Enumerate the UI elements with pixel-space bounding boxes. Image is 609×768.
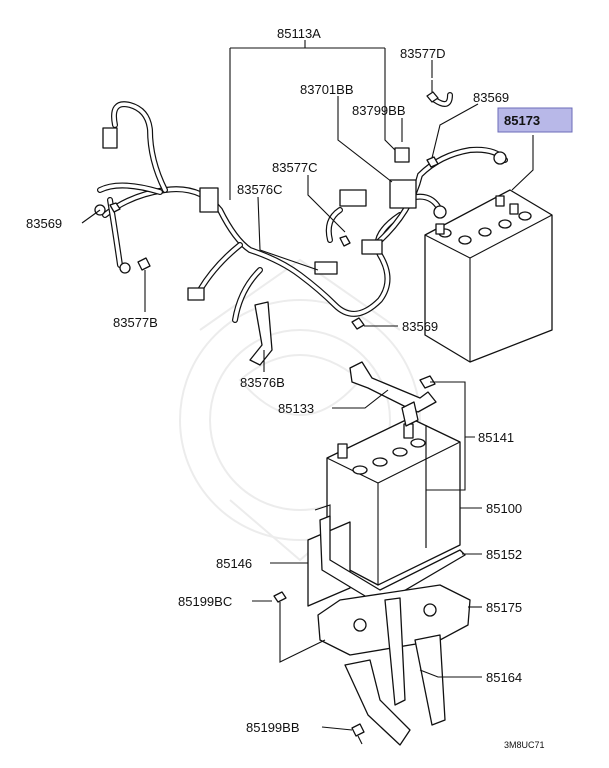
label-83569-mid[interactable]: 83569 xyxy=(402,319,438,334)
leader-lines xyxy=(81,40,534,731)
label-85175[interactable]: 85175 xyxy=(486,600,522,615)
label-85199BB[interactable]: 85199BB xyxy=(246,720,300,735)
label-85173[interactable]: 85173 xyxy=(504,113,540,128)
label-83576B[interactable]: 83576B xyxy=(240,375,285,390)
label-83577C[interactable]: 83577C xyxy=(272,160,318,175)
label-83569-left[interactable]: 83569 xyxy=(26,216,62,231)
hold-down-bolt[interactable] xyxy=(419,375,436,548)
label-85141[interactable]: 85141 xyxy=(478,430,514,445)
label-83569-top[interactable]: 83569 xyxy=(473,90,509,105)
label-83701BB[interactable]: 83701BB xyxy=(300,82,354,97)
highlight-85173 xyxy=(497,107,573,133)
battery-hold-down-bar[interactable] xyxy=(349,361,437,427)
label-85100[interactable]: 85100 xyxy=(486,501,522,516)
label-83577B[interactable]: 83577B xyxy=(113,315,158,330)
label-85199BC[interactable]: 85199BC xyxy=(178,594,232,609)
label-85133[interactable]: 85133 xyxy=(278,401,314,416)
main-battery[interactable] xyxy=(326,417,461,586)
label-85152[interactable]: 85152 xyxy=(486,547,522,562)
small-fasteners[interactable] xyxy=(109,80,439,366)
label-83576C[interactable]: 83576C xyxy=(237,182,283,197)
label-85164[interactable]: 85164 xyxy=(486,670,522,685)
part-labels: 85113A 83577D 83701BB 83799BB 83569 8517… xyxy=(26,26,573,750)
label-85113A[interactable]: 85113A xyxy=(277,26,321,41)
label-83799BB[interactable]: 83799BB xyxy=(352,103,406,118)
label-83577D[interactable]: 83577D xyxy=(400,46,446,61)
battery-tray[interactable] xyxy=(319,515,466,606)
upper-battery[interactable] xyxy=(424,189,553,363)
battery-bracket[interactable] xyxy=(317,584,471,746)
bracket-bolts[interactable] xyxy=(273,591,365,745)
label-85146[interactable]: 85146 xyxy=(216,556,252,571)
diagram-code: 3M8UC71 xyxy=(504,740,545,750)
